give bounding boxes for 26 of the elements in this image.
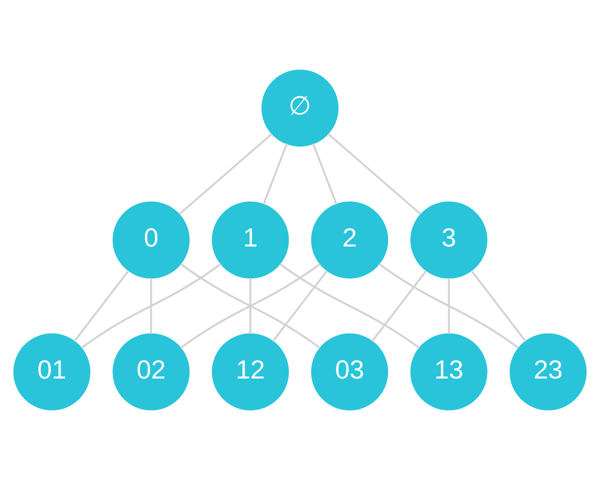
connector [327, 132, 422, 215]
node-circle: 12 [212, 333, 289, 410]
node-circle: 01 [13, 333, 90, 410]
node-circle: ∅ [261, 70, 339, 147]
node-circle: 3 [410, 201, 488, 279]
node-circle: 2 [311, 201, 388, 279]
connector [180, 263, 321, 349]
connector [272, 270, 328, 342]
connector [150, 278, 152, 334]
connector [80, 263, 222, 349]
node-circle: 02 [112, 333, 190, 410]
node-circle: 13 [410, 333, 488, 410]
connector [279, 263, 420, 349]
connector [249, 278, 252, 334]
connector [371, 270, 428, 342]
connector [448, 278, 450, 334]
node-circle: 0 [112, 201, 190, 279]
node-circle: 1 [212, 201, 289, 279]
connector [74, 270, 130, 342]
connector [262, 143, 288, 205]
connector [470, 270, 526, 342]
node-circle: 03 [311, 333, 388, 410]
connector [378, 263, 520, 349]
connector [178, 132, 273, 215]
connector [312, 143, 338, 205]
node-circle: 23 [510, 333, 587, 410]
